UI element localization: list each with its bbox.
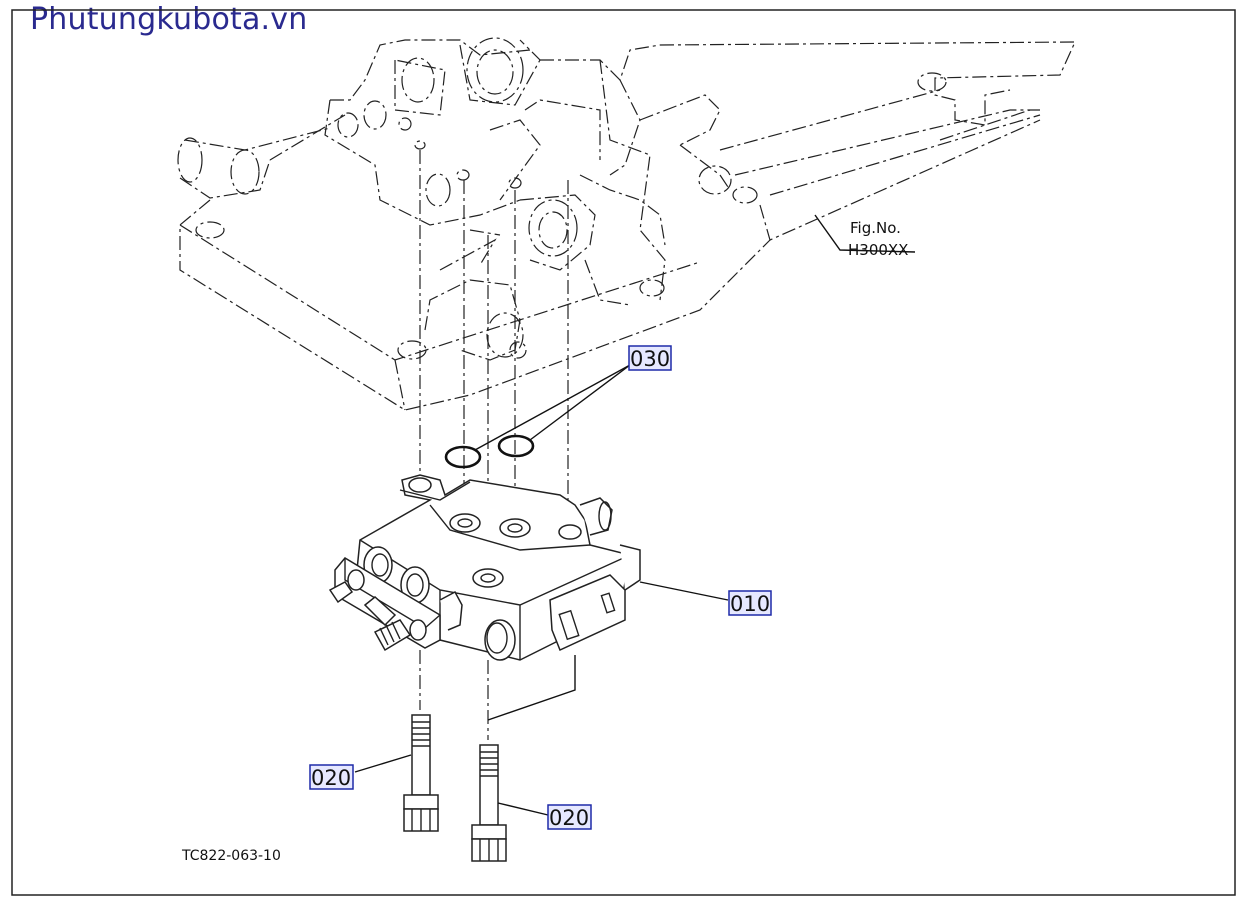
callout-010[interactable]: 010: [728, 590, 772, 616]
diagram-border: [11, 9, 1236, 896]
callout-030-label: 030: [630, 347, 670, 371]
callout-020-left-label: 020: [311, 766, 351, 790]
o-ring-right: [497, 434, 535, 458]
leader-lines: [354, 214, 916, 816]
bolts: [403, 650, 507, 862]
fig-ref-number[interactable]: H300XX: [848, 241, 908, 259]
o-ring-left: [444, 445, 482, 469]
control-valve-assembly: [328, 474, 641, 661]
callout-020-left[interactable]: 020: [309, 764, 354, 790]
callout-020-right-label: 020: [549, 806, 589, 830]
fig-ref-label: Fig.No.: [850, 219, 901, 237]
callout-010-label: 010: [730, 592, 770, 616]
hydraulic-housing: [177, 37, 1076, 411]
callout-020-right[interactable]: 020: [547, 804, 592, 830]
callout-030[interactable]: 030: [628, 345, 672, 371]
o-rings: [444, 434, 535, 469]
drawing-code: TC822-063-10: [181, 848, 281, 864]
site-watermark: Phutungkubota.vn: [30, 2, 308, 37]
